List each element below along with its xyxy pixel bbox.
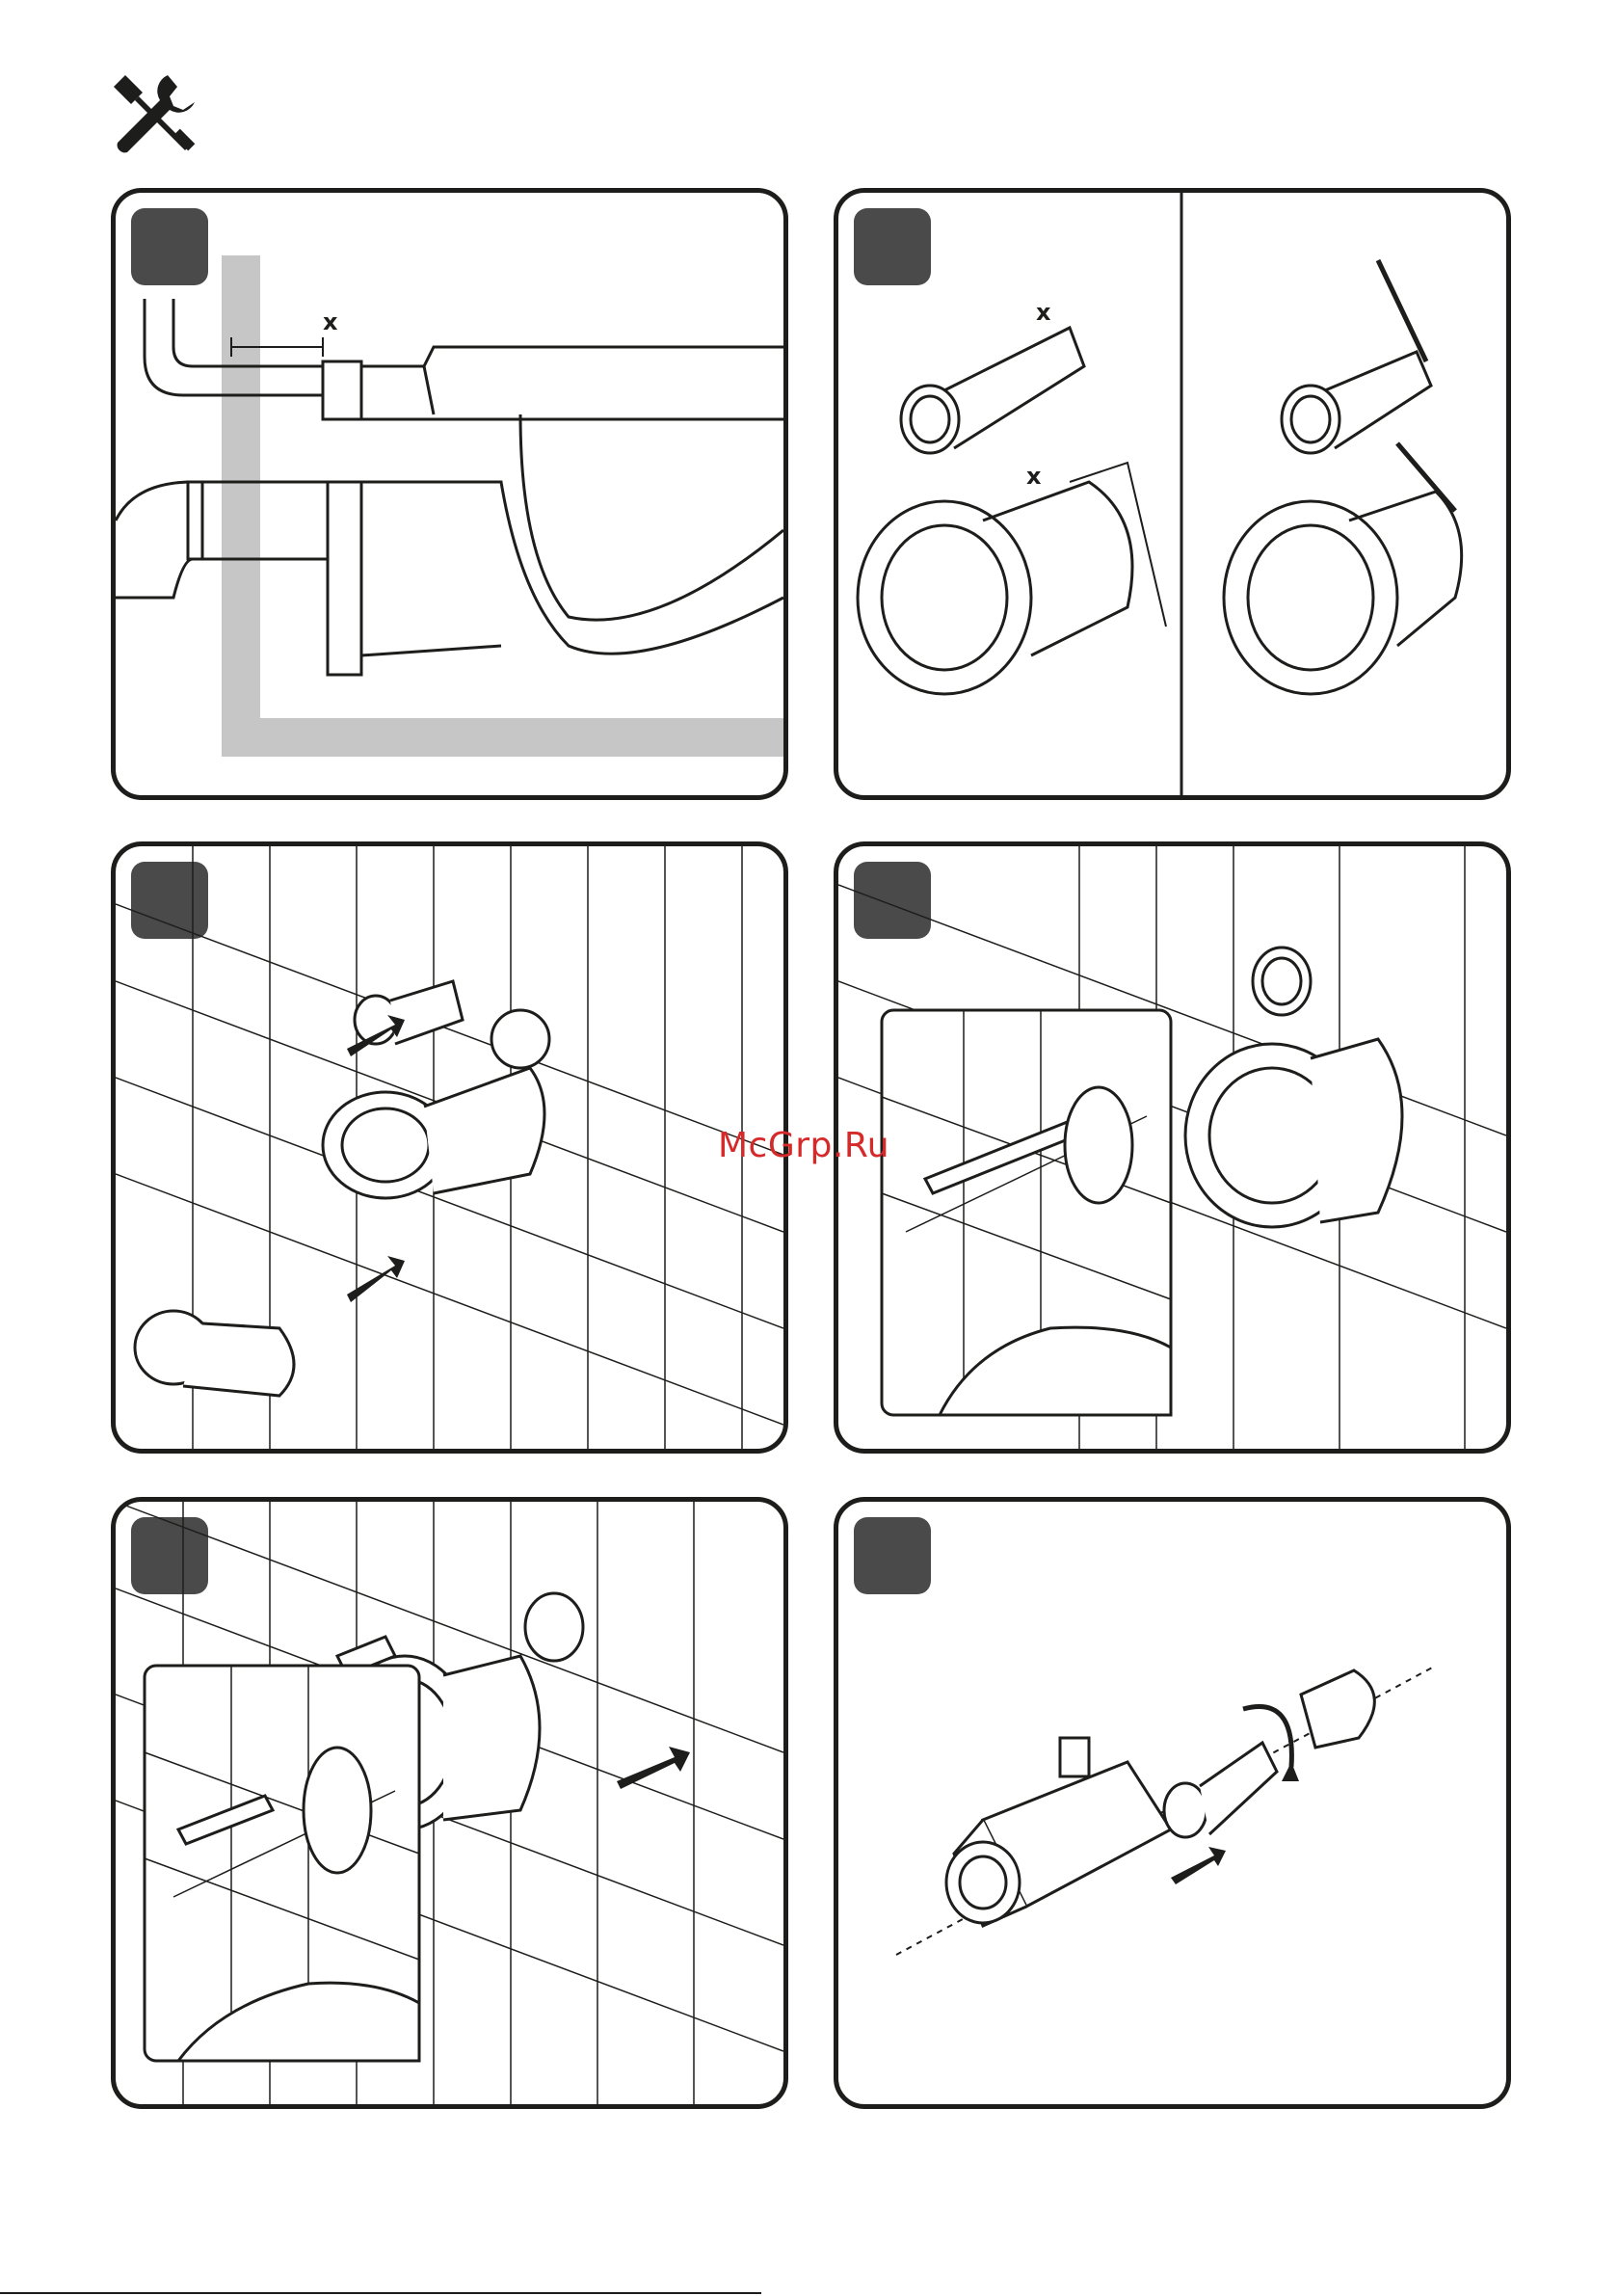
step-6-illustration bbox=[838, 1502, 1506, 2104]
step-3-panel bbox=[111, 841, 788, 1454]
dimension-label-x-bottom: x bbox=[1026, 463, 1041, 490]
tools-icon bbox=[106, 67, 202, 164]
step-4-illustration bbox=[838, 846, 1506, 1449]
step-5-illustration bbox=[116, 1502, 783, 2104]
step-3-illustration bbox=[116, 846, 783, 1449]
step-1-illustration bbox=[116, 193, 783, 795]
dimension-label-x-top: x bbox=[1036, 299, 1050, 326]
footer-divider bbox=[0, 2292, 761, 2294]
watermark-text: McGrp.Ru bbox=[718, 1126, 889, 1165]
step-4-panel bbox=[834, 841, 1511, 1454]
step-6-panel bbox=[834, 1497, 1511, 2109]
step-2-illustration bbox=[838, 193, 1506, 795]
dimension-label-x: x bbox=[323, 308, 337, 335]
step-5-panel bbox=[111, 1497, 788, 2109]
step-2-panel: x x bbox=[834, 188, 1511, 800]
step-1-panel: x bbox=[111, 188, 788, 800]
